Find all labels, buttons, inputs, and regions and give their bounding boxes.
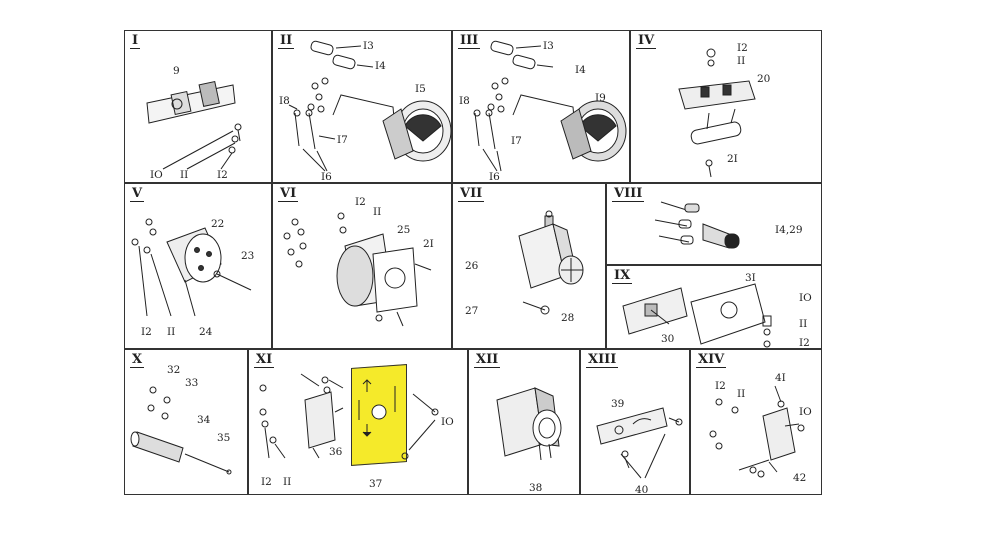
part-label-12: I2 [715,380,726,392]
motor-icon [131,218,252,317]
panel-roman-label: V [130,186,145,202]
panel-I: I 9 IO II I2 [124,30,272,183]
fuse-icon [130,386,232,475]
panel-III: III I3 I4 I9 I8 I7 I6 [452,30,630,183]
part-label-11: II [167,326,176,338]
part-label-36: 36 [329,446,343,458]
panel-XII: XII 38 [468,349,580,495]
panel-roman-label: I [130,33,141,49]
panel-VII: VII 26 27 28 [452,183,606,349]
panel-X: X 32 33 34 35 [124,349,248,495]
part-label-28: 28 [561,312,575,324]
part-label-11: II [737,55,746,67]
panel-VIII: VIII I4,29 [606,183,822,265]
panel-roman-label: XIII [586,352,619,368]
part-label-24: 24 [199,326,213,338]
relay-icon [496,387,562,461]
part-label-38: 38 [529,482,543,494]
part-label-10: IO [150,169,163,181]
panel-roman-label: XII [474,352,501,368]
part-label-32: 32 [167,364,181,376]
terminal-strip-icon [146,80,242,170]
part-label-30: 30 [661,333,675,345]
plate-icon [596,407,683,479]
part-label-39: 39 [611,398,625,410]
part-label-23: 23 [241,250,255,262]
part-label-42: 42 [793,472,807,484]
part-label-18: I8 [279,95,290,107]
part-label-13: I3 [363,40,374,52]
part-label-27: 27 [465,305,479,317]
part-label-10: IO [441,416,454,428]
panel-roman-label: II [278,33,295,49]
part-label-11: II [180,169,189,181]
part-label-11: II [283,476,292,488]
fuse-holder-icon [678,48,756,178]
part-label-12: I2 [355,196,366,208]
motor-icon [283,212,432,327]
part-label-37: 37 [369,478,383,490]
gauge-icon [288,40,452,172]
part-label-13: I3 [543,40,554,52]
part-label-12: I2 [141,326,152,338]
part-label-17: I7 [337,134,348,146]
part-label-26: 26 [465,260,479,272]
panel-roman-label: X [130,352,145,368]
part-label-21: 2I [423,238,434,250]
part-label-9: 9 [173,65,180,77]
panel-roman-label: IV [636,33,657,49]
panel-IX: IX 3I IO II I2 30 [606,265,822,349]
panel-XIII: XIII 39 40 [580,349,690,496]
part-label-15: I5 [415,83,426,95]
part-label-34: 34 [197,414,211,426]
panel-roman-label: VIII [612,186,645,202]
valve-icon [518,210,584,315]
part-label-31: 3I [745,272,756,284]
panel-roman-label: XIV [696,352,727,368]
part-label-11: II [373,206,382,218]
switch-icon [622,283,772,348]
part-label-14: I4 [575,64,586,76]
part-label-40: 40 [635,484,649,496]
part-label-14: I4 [375,60,386,72]
part-label-33: 33 [185,377,199,389]
part-label-18: I8 [459,95,470,107]
part-label-10: IO [799,406,812,418]
panel-V: V 22 23 I2 II 24 [124,183,272,349]
part-label-20: 20 [757,73,771,85]
part-label-10: IO [799,292,812,304]
gauge-icon [473,40,627,172]
toggle-switch-icon [709,385,805,478]
part-label-35: 35 [217,432,231,444]
part-label-19: I9 [595,92,606,104]
part-label-12: I2 [261,476,272,488]
part-label-22: 22 [211,218,225,230]
part-label-17: I7 [511,135,522,147]
part-label-11: II [737,388,746,400]
panel-roman-label: VII [458,186,485,202]
part-label-12: I2 [217,169,228,181]
panel-IV: IV I2 II 20 2I [630,30,822,183]
part-label-14-29: I4,29 [775,224,803,236]
lamp-icon [654,201,740,249]
panel-roman-label: XI [254,352,275,368]
panel-XIV: XIV I2 II 4I IO 42 [690,349,822,495]
part-label-16: I6 [489,171,500,183]
part-label-12: I2 [799,337,810,349]
switch-plate-icon [259,373,439,460]
part-label-41: 4I [775,372,786,384]
panel-roman-label: IX [612,268,633,284]
part-label-12: I2 [737,42,748,54]
panel-II: II I3 I4 I5 I8 I7 I6 [272,30,452,183]
panel-XI: XI IO 36 37 I2 II [248,349,468,495]
part-label-21: 2I [727,153,738,165]
panel-roman-label: VI [278,186,299,202]
part-label-25: 25 [397,224,411,236]
panel-roman-label: III [458,33,481,49]
panel-VI: VI I2 II 25 2I [272,183,452,349]
part-label-16: I6 [321,171,332,183]
part-label-11: II [799,318,808,330]
